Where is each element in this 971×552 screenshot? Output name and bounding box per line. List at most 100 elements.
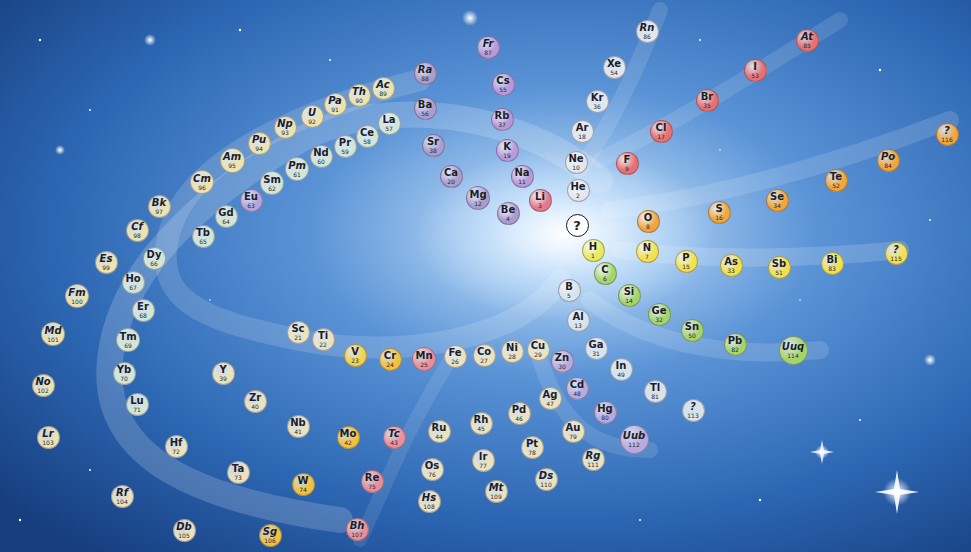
element-circle: Md101 [41, 322, 65, 346]
element-symbol: Po [881, 152, 895, 162]
element-circle: Rb37 [491, 108, 514, 131]
element-circle: Ne10 [565, 151, 588, 174]
atomic-number: 8 [646, 223, 650, 230]
atomic-number: 5 [567, 292, 571, 299]
element-circle: Fm100 [65, 284, 89, 308]
atomic-number: 46 [515, 415, 523, 422]
element-symbol: Y [219, 365, 226, 375]
element-symbol: Ds [539, 471, 553, 481]
element-symbol: Eu [244, 192, 258, 202]
element-symbol: Ho [125, 274, 140, 284]
element-symbol: Fr [483, 39, 494, 49]
element-circle: Si14 [618, 284, 641, 307]
element-symbol: Kr [591, 93, 604, 103]
atomic-number: 106 [264, 537, 275, 544]
atomic-number: 55 [499, 86, 507, 93]
element-symbol: Gd [218, 208, 233, 218]
atomic-number: 18 [578, 133, 586, 140]
element-symbol: Pr [339, 138, 351, 148]
atomic-number: 100 [71, 298, 82, 305]
atomic-number: 32 [655, 316, 663, 323]
element-circle: Ar18 [571, 120, 594, 143]
element-symbol: Hf [170, 438, 183, 448]
atomic-number: 48 [573, 390, 581, 397]
atomic-number: 88 [421, 75, 429, 82]
element-symbol: K [503, 142, 511, 152]
element-circle: Hf72 [165, 435, 188, 458]
element-symbol: Au [566, 423, 581, 433]
element-symbol: Rn [640, 23, 655, 33]
element-circle: Ce58 [356, 125, 379, 148]
element-symbol: Am [223, 152, 241, 162]
element-circle: Ta73 [227, 461, 250, 484]
element-symbol: Ca [444, 168, 458, 178]
atomic-number: 87 [484, 49, 492, 56]
element-circle: Sr38 [422, 134, 445, 157]
atomic-number: 104 [116, 498, 127, 505]
atomic-number: 109 [490, 493, 501, 500]
element-circle: Eu63 [240, 189, 263, 212]
atomic-number: 83 [828, 265, 836, 272]
atomic-number: 49 [617, 371, 625, 378]
atomic-number: 16 [715, 214, 723, 221]
element-symbol: Tl [650, 383, 660, 393]
element-circle: Zn30 [551, 350, 574, 373]
atomic-number: 31 [592, 350, 600, 357]
element-circle: Uuq114 [779, 336, 808, 365]
element-symbol: Bi [826, 255, 837, 265]
element-circle: Ba56 [414, 97, 437, 120]
atomic-number: 71 [133, 406, 141, 413]
element-symbol: Mg [469, 190, 486, 200]
atomic-number: 53 [751, 72, 759, 79]
element-circle: Dy66 [143, 247, 166, 270]
element-symbol: Ra [418, 65, 432, 75]
element-symbol: Sn [685, 322, 699, 332]
atomic-number: 56 [421, 110, 429, 117]
atomic-number: 78 [528, 449, 536, 456]
element-symbol: ? [573, 219, 581, 232]
element-circle: F9 [616, 152, 639, 175]
atomic-number: 23 [351, 357, 359, 364]
element-circle: K19 [496, 139, 519, 162]
element-circle: Rh45 [470, 412, 493, 435]
atomic-number: 110 [540, 481, 551, 488]
element-circle: Bk97 [148, 195, 171, 218]
element-circle: Db105 [173, 519, 196, 542]
element-circle: Tb65 [192, 225, 215, 248]
element-symbol: Sr [427, 137, 439, 147]
galaxy-core [415, 150, 715, 320]
element-symbol: Ba [418, 100, 432, 110]
element-circle: Mn25 [412, 347, 436, 371]
atomic-number: 42 [344, 439, 352, 446]
element-symbol: Ce [360, 128, 374, 138]
element-symbol: Rh [474, 415, 489, 425]
atomic-number: 95 [228, 162, 236, 169]
element-symbol: Tm [119, 332, 136, 342]
element-symbol: Pm [288, 161, 306, 171]
element-symbol: Re [365, 473, 379, 483]
element-circle: Pt78 [521, 436, 544, 459]
atomic-number: 59 [341, 148, 349, 155]
element-circle: C6 [594, 262, 617, 285]
element-symbol: Zr [249, 393, 261, 403]
element-circle: Cr24 [379, 348, 402, 371]
atomic-number: 28 [508, 353, 516, 360]
atomic-number: 37 [498, 121, 506, 128]
atomic-number: 10 [572, 164, 580, 171]
atomic-number: 34 [773, 202, 781, 209]
atomic-number: 47 [546, 400, 554, 407]
atomic-number: 30 [558, 363, 566, 370]
element-symbol: Bk [152, 198, 166, 208]
element-symbol: Pu [252, 135, 266, 145]
element-circle: Po84 [877, 149, 900, 172]
element-circle: Sm62 [260, 171, 284, 195]
element-symbol: Tb [196, 228, 210, 238]
element-circle: H1 [582, 239, 605, 262]
element-circle: Th90 [348, 84, 371, 107]
element-symbol: Md [44, 326, 61, 336]
element-circle: Au79 [562, 420, 585, 443]
element-symbol: Ac [376, 80, 389, 90]
element-circle: Er68 [132, 299, 155, 322]
element-symbol: Co [477, 347, 491, 357]
